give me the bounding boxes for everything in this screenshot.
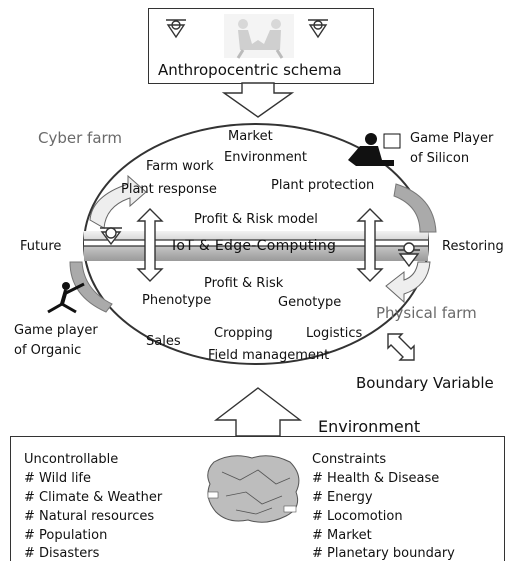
genotype-label: Genotype — [278, 295, 342, 310]
cycle-arrow-right-lower — [385, 261, 431, 304]
constraints-item: # Health & Disease — [312, 471, 440, 486]
uncontrollable-item: # Climate & Weather — [24, 490, 163, 505]
field-management-label: Field management — [208, 348, 330, 363]
iot-edge-label: IoT & Edge-Computing — [172, 238, 337, 254]
cycle-arrow-left — [89, 174, 147, 229]
constraints-item: # Market — [312, 528, 372, 543]
constraints-item: # Planetary boundary — [312, 546, 455, 561]
uncontrollable-title: Uncontrollable — [24, 452, 119, 467]
constraints-title: Constraints — [312, 452, 387, 467]
plant-response-label: Plant response — [121, 182, 217, 197]
down-triangle-icon — [308, 19, 328, 39]
game-player-organic-label-2: of Organic — [14, 343, 82, 358]
environment-label: Environment — [318, 417, 421, 436]
uncontrollable-item: # Disasters — [24, 546, 100, 561]
uncontrollable-item: # Population — [24, 528, 108, 543]
restoring-label: Restoring — [442, 239, 504, 254]
anthropocentric-schema-title: Anthropocentric schema — [158, 61, 342, 79]
game-player-silicon-icon — [348, 133, 401, 166]
physical-farm-label: Physical farm — [376, 304, 477, 322]
future-label: Future — [20, 239, 62, 254]
uncontrollable-item: # Natural resources — [24, 509, 155, 524]
down-triangle-icon — [100, 227, 122, 246]
cyber-farm-label: Cyber farm — [38, 129, 123, 147]
profit-risk-label: Profit & Risk — [204, 276, 284, 291]
boundary-variable-label: Boundary Variable — [356, 374, 494, 392]
uncontrollable-item: # Wild life — [24, 471, 91, 486]
plant-protection-label: Plant protection — [271, 178, 375, 193]
sales-label: Sales — [146, 334, 181, 349]
game-player-organic-label-1: Game player — [14, 323, 98, 338]
cycle-arrow-left-lower — [69, 261, 113, 313]
constraints-item: # Energy — [312, 490, 373, 505]
diagonal-double-arrow — [387, 333, 415, 361]
cycle-arrow-right — [393, 183, 437, 233]
map-image — [207, 455, 300, 523]
game-player-silicon-label-1: Game Player — [410, 131, 494, 146]
vertical-double-arrow-right — [356, 208, 384, 282]
constraints-item: # Locomotion — [312, 509, 403, 524]
farm-work-label: Farm work — [146, 159, 214, 174]
cropping-label: Cropping — [214, 326, 273, 341]
handshake-figures-icon — [224, 14, 294, 59]
down-triangle-icon — [166, 19, 186, 39]
market-label: Market — [228, 129, 273, 144]
vertical-double-arrow-left — [136, 208, 164, 282]
logistics-label: Logistics — [306, 326, 363, 341]
environment-inner-label: Environment — [224, 150, 308, 165]
game-player-silicon-label-2: of Silicon — [410, 151, 470, 166]
profit-risk-model-label: Profit & Risk model — [194, 212, 318, 227]
up-arrow-environment — [213, 387, 303, 437]
down-arrow-top — [221, 82, 295, 118]
game-player-organic-icon — [47, 282, 85, 314]
phenotype-label: Phenotype — [142, 293, 212, 308]
down-triangle-icon — [398, 242, 420, 268]
